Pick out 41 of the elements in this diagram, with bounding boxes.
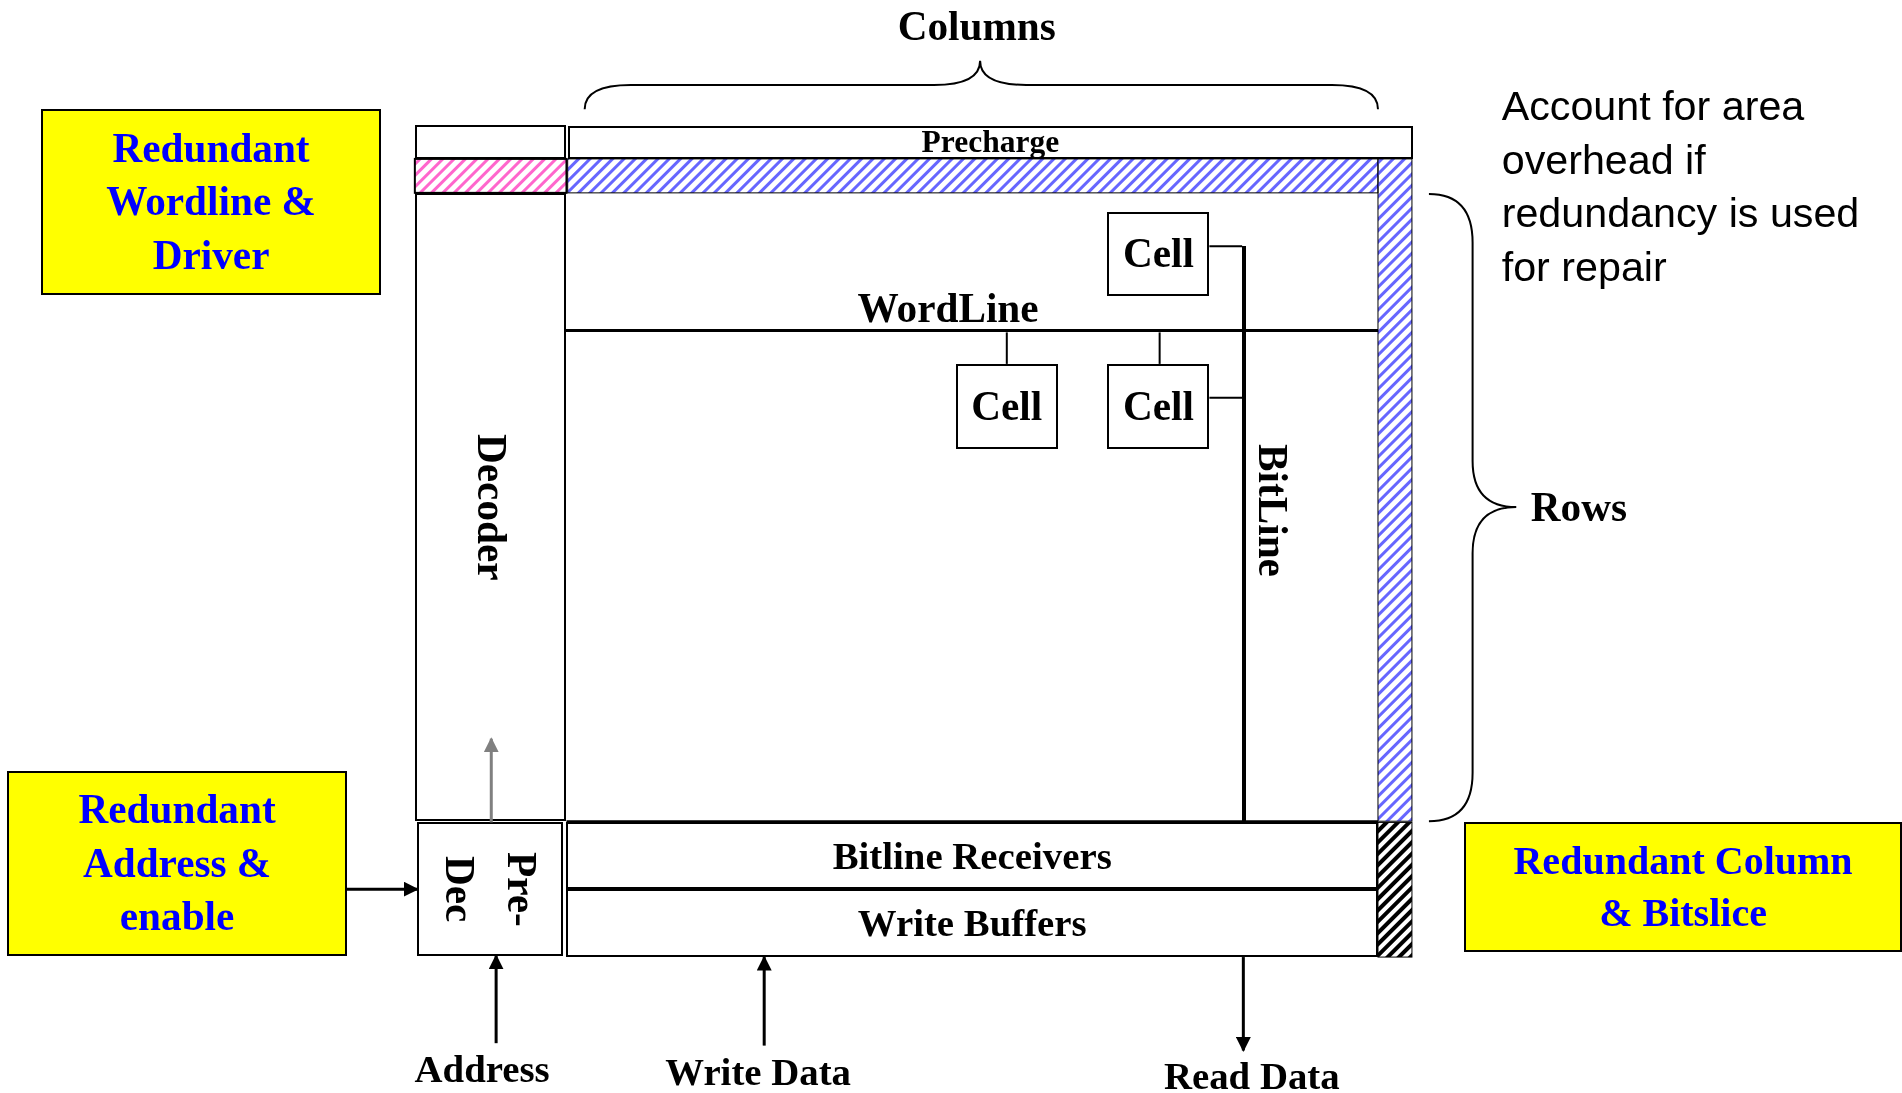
box-label: Precharge: [921, 123, 1060, 162]
connector-line: [1208, 245, 1244, 248]
block-box: [567, 126, 1414, 159]
box-label: Pre- Dec: [436, 850, 546, 929]
connector-line: [1005, 331, 1008, 365]
line-label: WordLine: [857, 283, 1039, 332]
box-label: Cell: [1122, 381, 1194, 431]
note-box: [7, 771, 347, 956]
box-label: Bitline Receivers: [832, 832, 1112, 879]
block-box: [1107, 363, 1210, 449]
block-box: [566, 822, 1378, 890]
arrow: [488, 954, 504, 1044]
note-text: Account for area overhead if redundancy is used for repair: [1501, 82, 1861, 292]
box-label: Redundant Wordline & Driver: [105, 123, 317, 280]
block-box: [1107, 212, 1210, 296]
box-label: Cell: [1122, 229, 1194, 279]
block-box: [414, 192, 567, 822]
note-box: [41, 109, 381, 295]
bitline: [1242, 246, 1246, 822]
box-label: Redundant Column & Bitslice: [1512, 837, 1854, 938]
axis-label: Rows: [1530, 482, 1628, 531]
arrow: [483, 737, 499, 823]
block-box: [566, 889, 1378, 958]
heading-label: Columns: [897, 2, 1056, 51]
line-label: BitLine: [1249, 443, 1298, 577]
arrow: [756, 955, 772, 1046]
block-box: [417, 822, 563, 956]
block-box: [955, 363, 1058, 449]
connector-line: [1158, 331, 1161, 365]
wordline: [566, 328, 1378, 333]
arrow: [346, 881, 419, 897]
arrow: [1235, 957, 1251, 1052]
signal-label: Write Data: [642, 1045, 874, 1093]
box-label: Write Buffers: [857, 899, 1087, 946]
connector-line: [1208, 396, 1244, 399]
note-box: [1464, 822, 1902, 953]
box-label: Cell: [971, 381, 1043, 431]
signal-label: Read Data: [1145, 1050, 1359, 1093]
signal-label: Address: [400, 1043, 565, 1093]
box-label: Decoder: [467, 433, 516, 581]
box-label: Redundant Address & enable: [77, 785, 277, 942]
